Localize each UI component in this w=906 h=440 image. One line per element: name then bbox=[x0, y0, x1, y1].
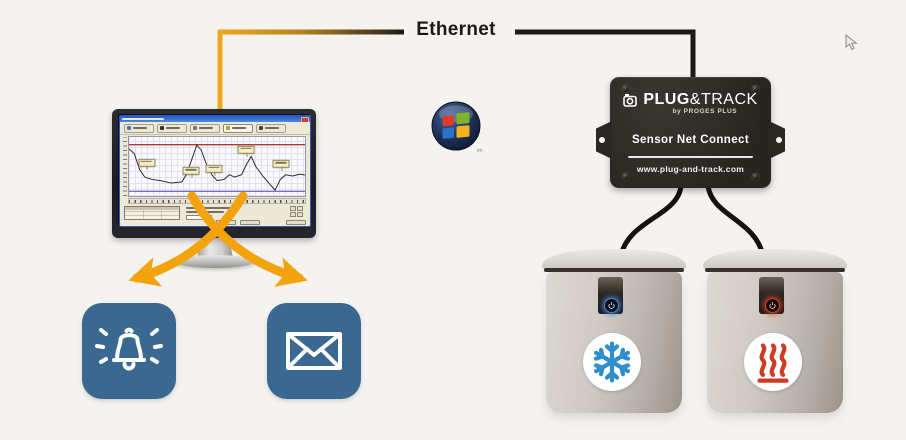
mini-info-text: ▾ bbox=[186, 207, 232, 220]
alarm-bell-icon bbox=[95, 327, 163, 371]
device-brand: PLUG&TRACK bbox=[610, 91, 771, 109]
power-icon bbox=[608, 302, 615, 309]
monitor-power-led bbox=[212, 234, 216, 236]
tank-band bbox=[544, 268, 684, 272]
windows-logo: tm bbox=[431, 101, 483, 154]
mini-nav-buttons bbox=[290, 206, 305, 217]
mouse-cursor bbox=[845, 34, 858, 51]
heat-icon bbox=[757, 343, 789, 383]
mini-toolbar-button-label bbox=[199, 127, 213, 129]
mounting-hole bbox=[776, 137, 782, 143]
cold-badge bbox=[583, 333, 641, 391]
mini-toolbar-button[interactable] bbox=[190, 123, 220, 133]
windows-tm: tm bbox=[477, 148, 483, 154]
tank-band bbox=[705, 268, 845, 272]
windows-flag bbox=[442, 112, 470, 139]
screw-icon bbox=[752, 173, 759, 180]
tank-lid bbox=[703, 249, 847, 270]
tank-control-panel bbox=[759, 277, 784, 314]
power-icon bbox=[769, 302, 776, 309]
mini-toolbar-button[interactable] bbox=[157, 123, 187, 133]
tank-control-panel bbox=[598, 277, 623, 314]
mini-toolbar-button-label bbox=[232, 127, 246, 129]
hot-sensor-tank bbox=[703, 249, 847, 413]
monitor: ▾ bbox=[112, 109, 316, 238]
email-alert-card bbox=[267, 303, 361, 399]
mini-summary-table bbox=[124, 206, 180, 220]
mini-action-button[interactable] bbox=[240, 220, 260, 225]
sensor-net-connect-device: PLUG&TRACK by PROGES PLUS Sensor Net Con… bbox=[596, 77, 785, 188]
ethernet-cable-right bbox=[515, 29, 696, 92]
mini-chart-y-axis bbox=[123, 137, 127, 196]
screw-icon bbox=[622, 85, 629, 92]
mini-dropdown[interactable]: ▾ bbox=[186, 215, 212, 220]
screw-icon bbox=[622, 173, 629, 180]
chart-callout-label bbox=[272, 159, 290, 171]
bell-icon bbox=[160, 126, 164, 130]
mini-toolbar-button[interactable] bbox=[124, 123, 154, 133]
monitor-screen: ▾ bbox=[118, 114, 311, 227]
chart-callout-label bbox=[205, 164, 223, 176]
mini-toolbar-button[interactable] bbox=[256, 123, 286, 133]
mini-chart bbox=[129, 143, 305, 192]
pen-icon bbox=[259, 126, 263, 130]
chart-callout-label bbox=[237, 145, 255, 157]
mini-action-button[interactable] bbox=[286, 220, 306, 225]
temperature-curve bbox=[129, 144, 305, 191]
plug-icon bbox=[193, 126, 197, 130]
mounting-tab-right bbox=[769, 121, 785, 159]
snowflake-icon bbox=[590, 341, 634, 384]
monitor-stand-base bbox=[176, 255, 254, 268]
mini-nav-button[interactable] bbox=[290, 206, 296, 211]
mini-action-button[interactable] bbox=[216, 220, 236, 225]
thermotrack-app-window: ▾ bbox=[119, 115, 311, 227]
screw-icon bbox=[752, 85, 759, 92]
sensor-cable-right bbox=[705, 183, 766, 259]
mini-toolbar-button-label bbox=[166, 127, 180, 129]
mini-plot bbox=[128, 136, 306, 197]
plugtrack-logo-icon bbox=[623, 93, 638, 107]
hot-badge bbox=[744, 333, 802, 391]
power-button[interactable] bbox=[604, 298, 619, 313]
mini-nav-button[interactable] bbox=[297, 212, 303, 217]
chart-callout-label bbox=[138, 158, 156, 170]
chart-icon bbox=[226, 126, 230, 130]
mini-toolbar-button-label bbox=[265, 127, 279, 129]
email-envelope-icon bbox=[286, 332, 342, 370]
cold-sensor-tank bbox=[542, 249, 686, 413]
sensor-cable-left bbox=[618, 183, 684, 259]
mini-nav-button[interactable] bbox=[290, 212, 296, 217]
mini-window-title-text bbox=[122, 117, 164, 120]
mini-nav-button[interactable] bbox=[297, 206, 303, 211]
mini-toolbar bbox=[120, 122, 310, 135]
device-model-name: Sensor Net Connect bbox=[631, 134, 750, 146]
chart-callout-label bbox=[182, 166, 200, 178]
device-brand-text: PLUG&TRACK bbox=[643, 91, 758, 108]
device-byline: by PROGES PLUS bbox=[672, 108, 738, 115]
ethernet-label: Ethernet bbox=[416, 19, 496, 40]
mini-toolbar-button-label bbox=[133, 127, 147, 129]
power-button[interactable] bbox=[765, 298, 780, 313]
device-website: www.plug-and-track.com bbox=[636, 164, 745, 174]
mounting-hole bbox=[599, 137, 605, 143]
grid-icon bbox=[127, 126, 131, 130]
device-divider bbox=[627, 156, 754, 158]
mounting-tab-left bbox=[596, 121, 612, 159]
mini-chart-x-axis-labels bbox=[128, 198, 306, 204]
mini-toolbar-button[interactable] bbox=[223, 123, 253, 133]
tank-lid bbox=[542, 249, 686, 270]
alarm-alert-card bbox=[82, 303, 176, 399]
